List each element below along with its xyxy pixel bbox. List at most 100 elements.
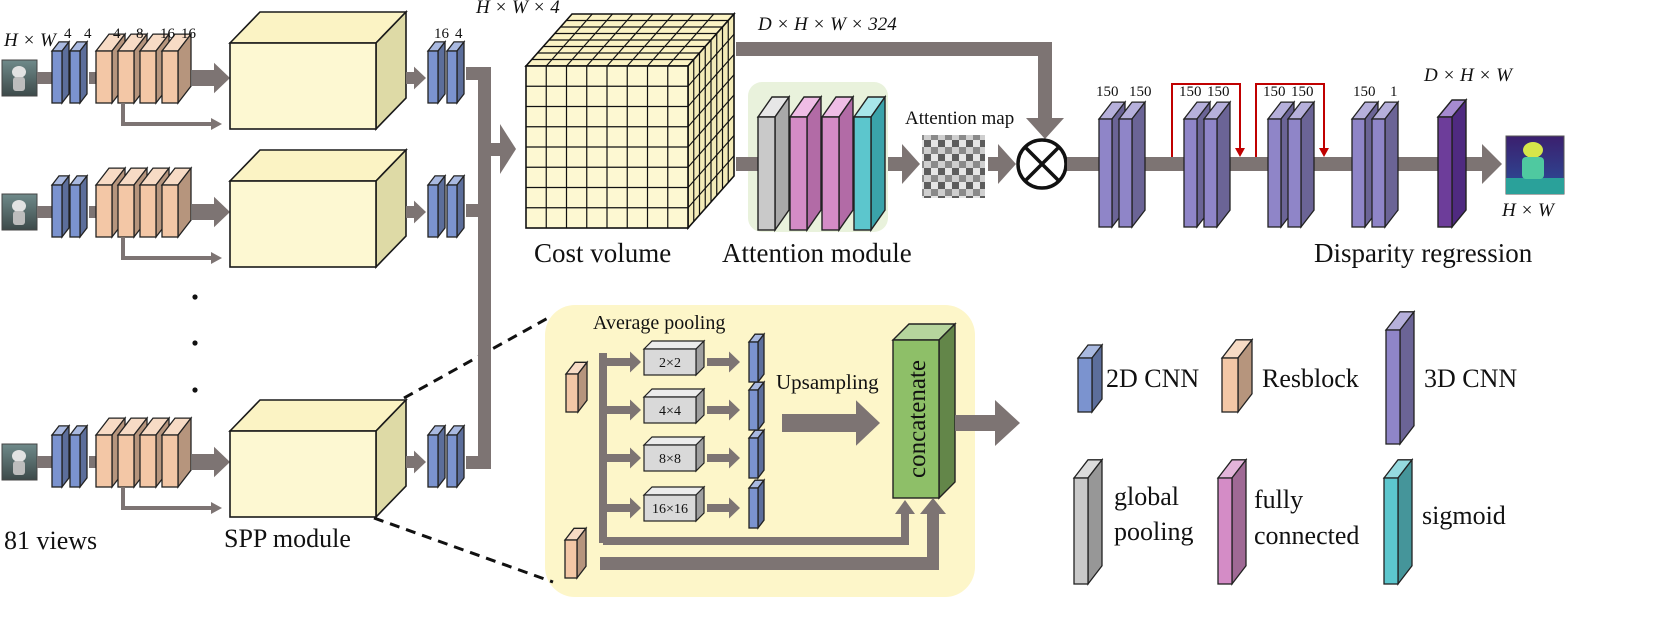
cnn2d-block [426,423,447,489]
cost-volume-shape-label: H × W × 4 [475,0,560,18]
legend-label: 2D CNN [1106,364,1199,393]
resblock-block [160,32,193,105]
resblock-block [563,526,588,580]
cnn3d-block [1286,100,1316,229]
fully-connected-block [820,94,855,233]
channel-label: 150 [1096,84,1119,100]
channel-label: 4 [64,26,72,42]
concat-output-arrow [955,400,1020,446]
cnn2d-block [68,423,89,489]
input-view-thumbnail [1,193,38,231]
global-pooling-icon [1072,457,1104,586]
cnn3d-block [1370,100,1400,229]
concatenate-block [891,322,957,500]
ellipsis-dot [192,340,198,346]
arrow-to-post-cnn [406,200,426,224]
cost-volume-output-label: D × H × W × 324 [757,14,897,35]
spp-module-cube [228,398,408,519]
spp-module-cube [228,148,408,269]
branch-arrow [603,351,641,373]
ellipsis-dot [192,294,198,300]
channel-label: 150 [1179,84,1202,100]
cnn2d-block [747,478,766,530]
cnn2d-block [445,39,466,105]
attention-map-label: Attention map [905,108,1014,129]
pool-size-label: 2×2 [659,356,681,371]
regression-shape-label: D × H × W [1423,65,1514,86]
output-arrow [1482,144,1502,184]
input-view-thumbnail [1,443,38,481]
arrow-to-spp [192,446,230,478]
channel-label: 16 [160,26,176,42]
input-row-3 [1,398,466,519]
cnn2d-block [68,39,89,105]
fully-connected-icon [1216,457,1248,586]
skip-connections [1171,83,1329,157]
pool-output-arrow [707,447,740,469]
branch-arrow [603,497,641,519]
attention-module-label: Attention module [722,238,912,268]
arrow-to-spp [192,196,230,228]
input-view-thumbnail [1,59,38,97]
multiply-operator-icon [1016,138,1068,190]
output-size-label: H × W [1501,200,1556,221]
cnn2d-block [747,332,766,384]
upsampling-label: Upsampling [776,370,879,394]
collector-arrows [466,67,516,469]
channel-label: 8 [136,26,144,42]
cnn2d-block [747,428,766,480]
views-label: 81 views [4,526,97,555]
disparity-regression-label: Disparity regression [1314,238,1533,268]
spp-module-label: SPP module [224,524,351,553]
channel-label: 150 [1129,84,1152,100]
resblock-block [564,360,589,414]
zoom-line-bottom [373,516,554,584]
arrow-to-attention [736,157,758,171]
pooling-block [642,387,706,425]
cnn2d-block [68,173,89,239]
branch-arrow [603,447,641,469]
resblock-block [160,416,193,489]
legend-label: sigmoid [1422,501,1506,530]
channel-label: 16 [434,26,450,42]
cnn2d-block [747,380,766,432]
sigmoid-block [852,94,887,233]
channel-label: 4 [84,26,92,42]
legend-label: pooling [1114,517,1193,546]
channel-label: 4 [455,26,463,42]
legend-label: global [1114,482,1179,511]
legend-label: fully [1254,485,1303,514]
cnn2d-block [445,423,466,489]
input-size-label: H × W [3,30,58,51]
ellipsis-dot [192,387,198,393]
cnn2d-icon [1076,343,1104,414]
cnn2d-block [426,173,447,239]
cnn2d-block [50,173,71,239]
arrow-to-spp [192,62,230,94]
pool-size-label: 8×8 [659,452,681,467]
residual-skip-arrow [121,487,222,514]
channel-label: 150 [1263,84,1286,100]
spp-module-cube [228,10,408,131]
pool-output-arrow [707,351,740,373]
channel-label: 150 [1207,84,1230,100]
channel-label: 150 [1291,84,1314,100]
cost-volume-label: Cost volume [534,238,671,268]
residual-skip-arrow [121,103,222,130]
resblock-icon [1220,337,1254,414]
pool-size-label: 4×4 [659,404,681,419]
pooling-block [642,339,706,377]
upsampling-arrow [782,400,880,446]
arrow-to-post-cnn [406,450,426,474]
branch-arrow [603,399,641,421]
pooling-block [642,485,706,523]
channel-label: 4 [113,26,121,42]
cnn3d-block [1202,100,1232,229]
arrow-to-attention-map [888,144,920,184]
pool-output-arrow [707,399,740,421]
channel-label: 1 [1390,84,1398,100]
channel-label: 16 [181,26,197,42]
zoom-line-top [403,316,549,400]
